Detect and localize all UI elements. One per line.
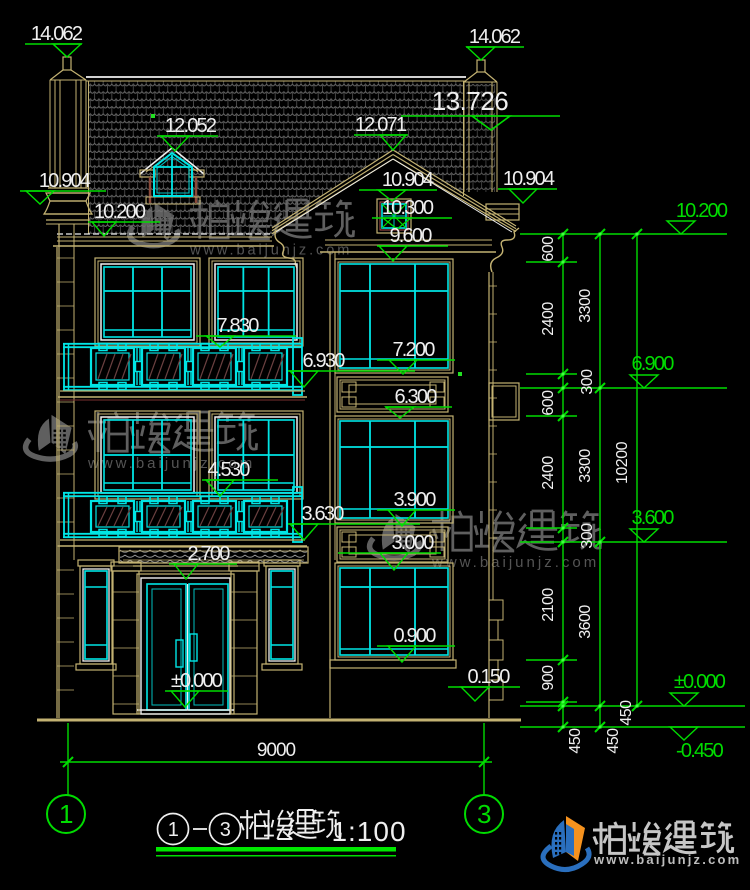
svg-text:9000: 9000 [257, 740, 296, 761]
svg-text:6.900: 6.900 [631, 353, 674, 375]
svg-text:-0.450: -0.450 [676, 740, 724, 762]
svg-text:450: 450 [618, 700, 635, 726]
svg-text:600: 600 [540, 390, 557, 416]
svg-text:2400: 2400 [540, 456, 557, 490]
svg-text:0.150: 0.150 [467, 666, 510, 688]
svg-text:10.904: 10.904 [39, 170, 91, 192]
svg-text:450: 450 [567, 728, 584, 754]
svg-text:300: 300 [579, 523, 596, 549]
svg-text:3300: 3300 [577, 449, 594, 483]
svg-text:12.052: 12.052 [165, 115, 217, 137]
svg-text:900: 900 [540, 665, 557, 691]
svg-text:3.900: 3.900 [393, 489, 436, 511]
svg-text:10200: 10200 [614, 441, 631, 484]
svg-text:±0.000: ±0.000 [171, 670, 223, 692]
svg-text:0.900: 0.900 [393, 625, 436, 647]
svg-text:3: 3 [220, 819, 231, 841]
svg-text:4.530: 4.530 [207, 459, 250, 481]
svg-text:3.000: 3.000 [391, 532, 434, 554]
svg-text:3: 3 [477, 799, 491, 829]
svg-text:3.600: 3.600 [631, 507, 674, 529]
svg-text:3300: 3300 [577, 289, 594, 323]
svg-text:www.baijunjz.com: www.baijunjz.com [87, 455, 255, 472]
svg-text:10.904: 10.904 [382, 169, 434, 191]
svg-text:10.200: 10.200 [94, 201, 146, 223]
svg-text:2.700: 2.700 [187, 543, 230, 565]
svg-text:www.baijunjz.com: www.baijunjz.com [431, 554, 599, 571]
svg-text:12.071: 12.071 [355, 114, 407, 136]
svg-text:10.300: 10.300 [382, 197, 434, 219]
svg-text:1: 1 [168, 819, 179, 841]
svg-text:450: 450 [605, 728, 622, 754]
svg-text:14.062: 14.062 [469, 26, 521, 48]
svg-text:300: 300 [579, 369, 596, 395]
svg-text:www.baijunjz.com: www.baijunjz.com [593, 852, 741, 867]
svg-text:3.630: 3.630 [301, 503, 344, 525]
svg-text:6.930: 6.930 [302, 350, 345, 372]
svg-text:13.726: 13.726 [432, 86, 509, 116]
svg-text:6.300: 6.300 [394, 386, 437, 408]
svg-text:2400: 2400 [540, 302, 557, 336]
svg-text:600: 600 [540, 236, 557, 262]
svg-text:7.830: 7.830 [216, 315, 259, 337]
svg-text:10.904: 10.904 [503, 168, 555, 190]
svg-text:1:100: 1:100 [331, 816, 406, 847]
svg-text:3600: 3600 [577, 605, 594, 639]
svg-text:14.062: 14.062 [31, 23, 83, 45]
svg-text:1: 1 [59, 799, 73, 829]
svg-text:±0.000: ±0.000 [674, 671, 726, 693]
svg-text:2100: 2100 [540, 588, 557, 622]
svg-text:10.200: 10.200 [676, 200, 728, 222]
svg-text:7.200: 7.200 [392, 339, 435, 361]
svg-text:9.600: 9.600 [389, 225, 432, 247]
